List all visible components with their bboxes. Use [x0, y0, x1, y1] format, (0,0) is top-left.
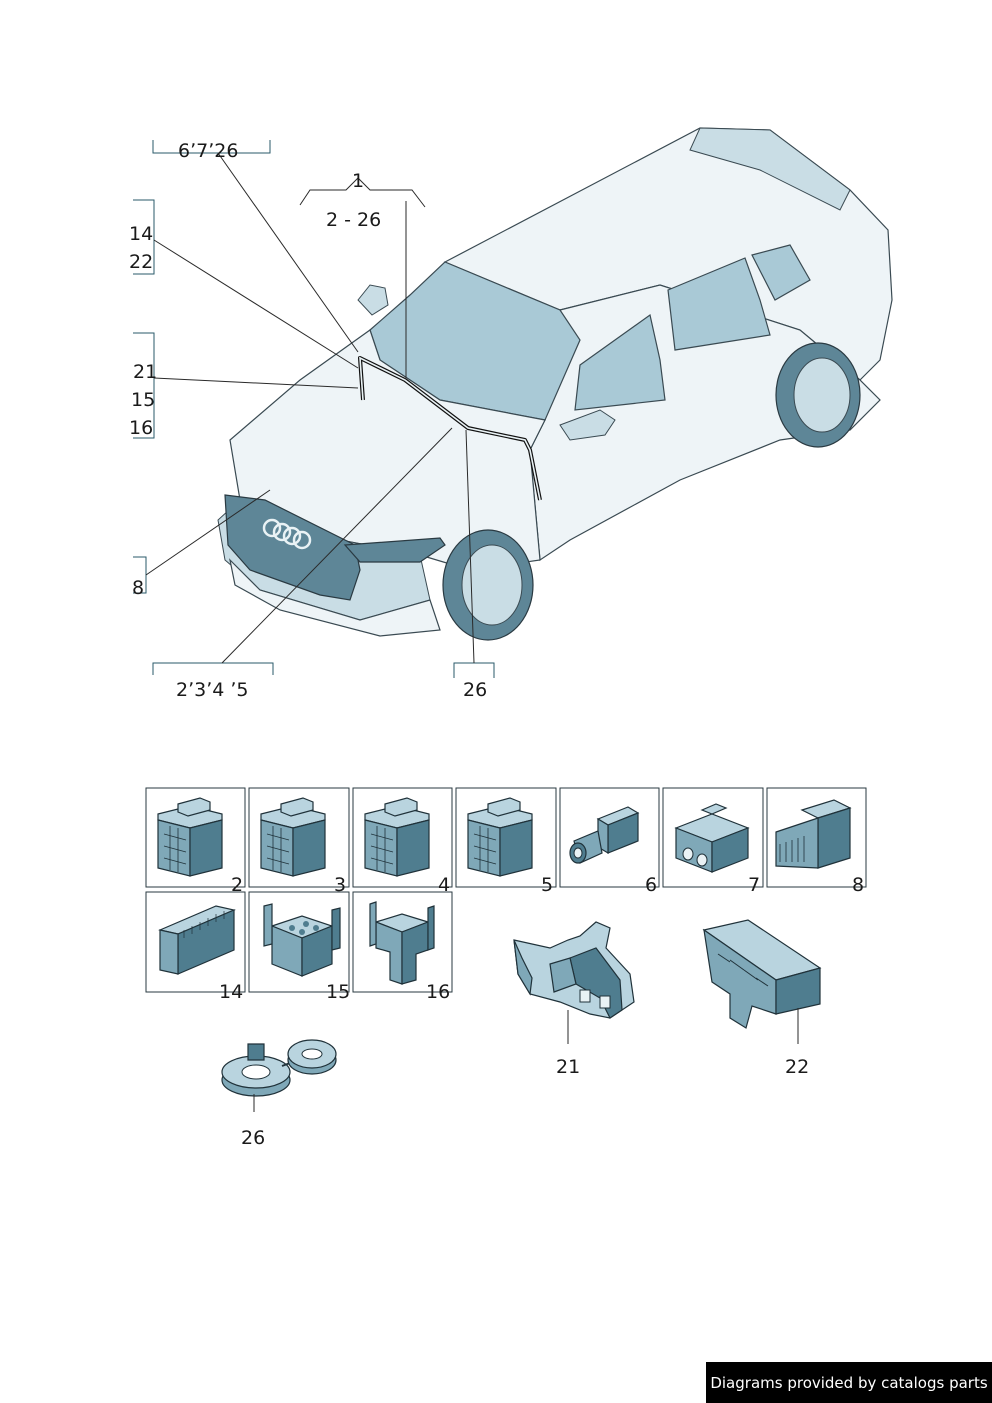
callout-top-left-group: 6ʼ7ʼ26 [178, 140, 238, 162]
credit-banner: Diagrams provided by catalogs parts [706, 1362, 992, 1403]
callout-labels: 6ʼ7ʼ26 1 2 - 26 14 22 21 15 16 8 2ʼ3ʼ4 ʼ… [129, 140, 487, 701]
part-number-3: 3 [334, 874, 346, 896]
callout-item-8: 8 [132, 577, 144, 599]
callout-range: 2 - 26 [326, 209, 381, 231]
part-number-15: 15 [326, 981, 350, 1003]
part-tile-5[interactable]: 5 [455, 787, 557, 896]
part-tile-15[interactable]: 15 [248, 891, 350, 1003]
part-number-4: 4 [438, 874, 450, 896]
audi-rings-icon [262, 518, 312, 550]
part-tile-2[interactable]: 2 [145, 787, 246, 896]
part-number-22: 22 [785, 1056, 809, 1078]
vehicle-illustration [217, 127, 893, 641]
callout-item-26: 26 [463, 679, 487, 701]
part-tile-6[interactable]: 6 [559, 787, 660, 896]
part-number-2: 2 [231, 874, 243, 896]
part-tile-3[interactable]: 3 [248, 787, 350, 896]
part-26[interactable]: 26 [221, 1039, 337, 1149]
callout-item-16: 16 [129, 417, 153, 439]
callout-item-1: 1 [352, 170, 364, 192]
callout-item-21: 21 [133, 361, 157, 383]
part-number-21: 21 [556, 1056, 580, 1078]
part-number-14: 14 [219, 981, 243, 1003]
part-number-26: 26 [241, 1127, 265, 1149]
callout-item-14: 14 [129, 223, 153, 245]
part-number-8: 8 [852, 874, 864, 896]
part-tile-8[interactable]: 8 [766, 787, 867, 896]
callout-leaders [133, 140, 495, 678]
part-number-6: 6 [645, 874, 657, 896]
part-number-5: 5 [541, 874, 553, 896]
part-tile-4[interactable]: 4 [352, 787, 453, 896]
part-tile-14[interactable]: 14 [145, 891, 246, 1003]
callout-item-15: 15 [131, 389, 155, 411]
callout-item-22: 22 [129, 251, 153, 273]
parts-tiles-grid: 2 3 4 5 6 [145, 787, 867, 1003]
part-number-16: 16 [426, 981, 450, 1003]
credit-text: Diagrams provided by catalogs parts [710, 1373, 988, 1392]
part-21[interactable]: 21 [513, 921, 635, 1078]
part-tile-7[interactable]: 7 [662, 787, 764, 896]
part-tile-16[interactable]: 16 [352, 891, 453, 1003]
part-number-7: 7 [748, 874, 760, 896]
part-22[interactable]: 22 [702, 919, 822, 1078]
callout-bottom-left-group: 2ʼ3ʼ4 ʼ5 [176, 679, 249, 701]
